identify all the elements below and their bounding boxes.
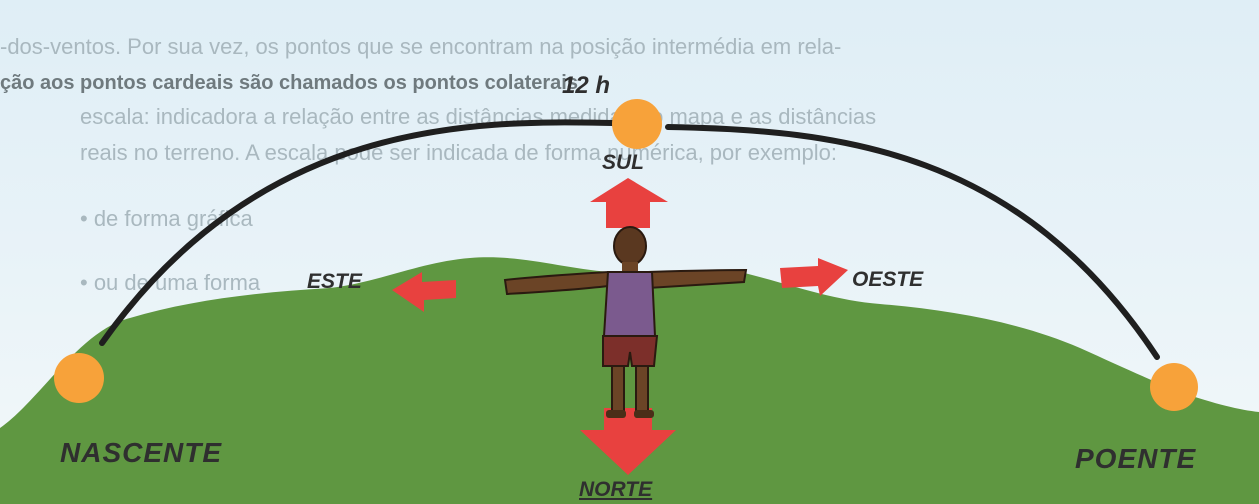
sunset-label: POENTE	[1075, 443, 1197, 474]
south-label: SUL	[602, 151, 644, 174]
noon-label: 12 h	[562, 72, 611, 99]
sun-sunset	[1150, 363, 1198, 411]
bg-text-line-2: ção aos pontos cardeais são chamados os …	[0, 72, 578, 94]
person-figure	[503, 226, 748, 418]
north-label: NORTE	[579, 478, 653, 501]
green-hill	[0, 257, 1259, 504]
sun-noon	[612, 99, 662, 149]
bg-text-line-4: reais no terreno. A escala pode ser indi…	[80, 140, 837, 165]
arrow-left-east	[392, 272, 456, 312]
arrow-right-west	[780, 258, 848, 296]
sun-path-arc	[99, 119, 1160, 360]
east-label: ESTE	[307, 270, 362, 293]
arrow-down-north	[580, 408, 676, 475]
arrow-up-south	[590, 178, 668, 228]
west-label: OESTE	[852, 268, 924, 291]
sun-sunrise	[54, 353, 104, 403]
bg-text-line-1: -dos-ventos. Por sua vez, os pontos que …	[0, 34, 842, 59]
sunrise-label: NASCENTE	[60, 437, 223, 468]
bg-text-line-6: • ou de uma forma	[80, 270, 261, 295]
